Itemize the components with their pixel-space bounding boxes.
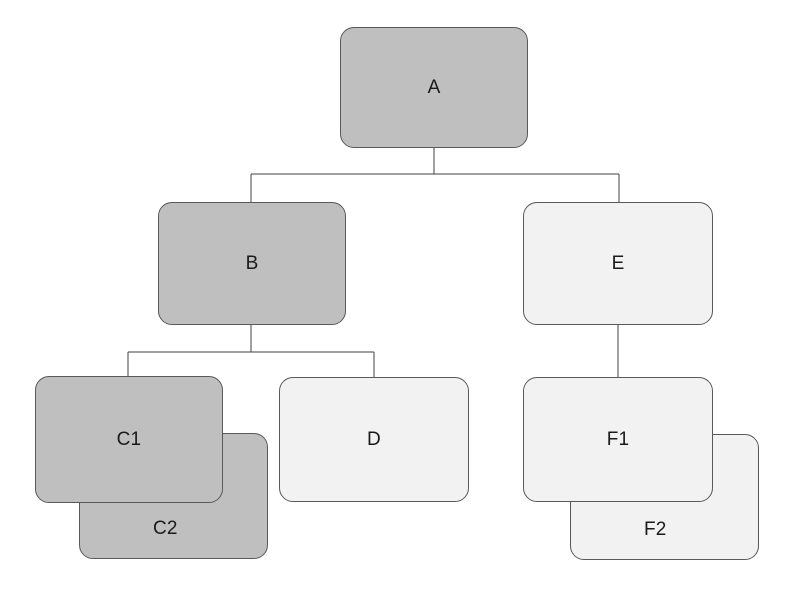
node-f2-label: F2 [644, 519, 667, 540]
node-c2-label: C2 [153, 518, 178, 539]
node-a[interactable]: A [340, 27, 528, 148]
node-e[interactable]: E [523, 202, 713, 325]
node-a-label: A [427, 77, 441, 98]
node-f1[interactable]: F1 [523, 377, 713, 502]
node-b[interactable]: B [158, 202, 346, 325]
node-d-label: D [367, 429, 381, 450]
node-b-label: B [245, 253, 259, 274]
node-c1-label: C1 [116, 429, 142, 450]
node-c1[interactable]: C1 [35, 376, 223, 503]
node-f1-label: F1 [606, 429, 630, 450]
node-d[interactable]: D [279, 377, 469, 502]
node-e-label: E [611, 253, 625, 274]
